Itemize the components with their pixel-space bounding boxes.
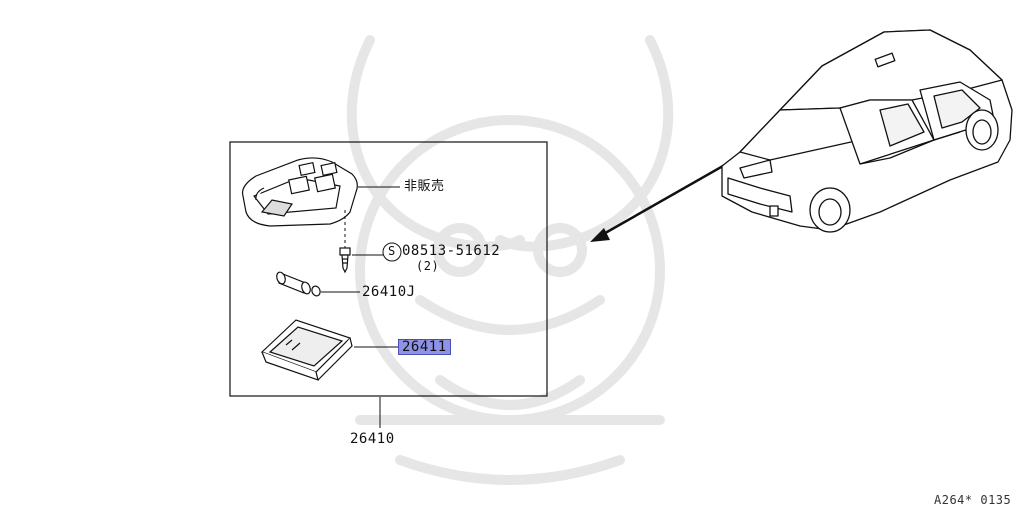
screw-symbol-circle <box>382 242 402 262</box>
bulb-drawing <box>276 271 321 297</box>
label-screw-qty: (2) <box>416 259 440 273</box>
lens-drawing <box>260 319 353 381</box>
car-drawing <box>721 29 1013 233</box>
screw-drawing <box>339 247 351 274</box>
label-not-for-sale: 非販売 <box>404 179 445 194</box>
reference-code: A264* 0135 <box>934 493 1012 507</box>
label-screw-number: 08513-51612 <box>402 243 501 259</box>
label-bulb: 26410J <box>362 284 416 300</box>
label-assembly: 26410 <box>350 431 395 447</box>
parts-frame <box>229 141 548 397</box>
label-lens-highlighted[interactable]: 26411 <box>398 339 451 355</box>
watermark-emblem <box>346 35 674 485</box>
lamp-housing-drawing <box>241 157 358 227</box>
label-screw-symbol: S <box>388 244 396 258</box>
